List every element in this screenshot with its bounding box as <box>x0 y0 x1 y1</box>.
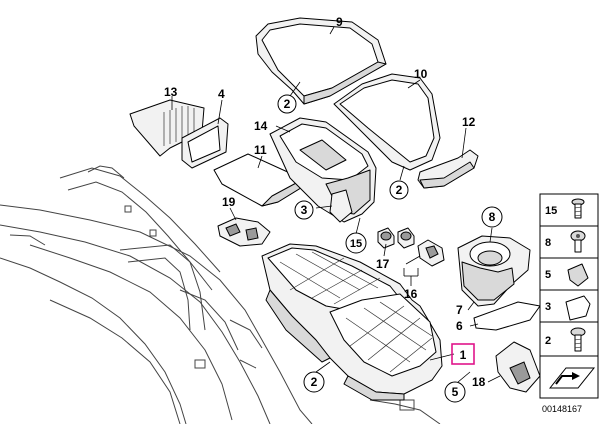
svg-text:19: 19 <box>222 195 236 209</box>
svg-text:2: 2 <box>311 375 318 389</box>
part-console-body <box>261 243 443 401</box>
svg-text:12: 12 <box>462 115 476 129</box>
callout-4: 4 <box>218 87 225 101</box>
part-trim-6 <box>473 301 541 331</box>
screw-icon <box>571 198 585 219</box>
svg-text:2: 2 <box>284 97 291 111</box>
callout-9: 9 <box>336 15 343 29</box>
svg-text:15: 15 <box>545 205 557 217</box>
svg-text:10: 10 <box>414 67 428 81</box>
svg-text:2: 2 <box>396 183 403 197</box>
callout-3: 3 <box>294 200 314 220</box>
svg-text:17: 17 <box>376 257 390 271</box>
part-clip-3 <box>329 189 353 223</box>
part-frame <box>181 117 229 169</box>
legend-item-15: 15 <box>545 198 585 219</box>
callout-17: 17 <box>376 257 390 271</box>
callout-6: 6 <box>456 319 463 333</box>
part-bracket-18 <box>495 341 541 393</box>
svg-text:1: 1 <box>460 348 467 362</box>
part-armrest-lid <box>333 73 441 171</box>
center-console-outline <box>0 165 441 424</box>
part-storage-tray <box>269 117 377 223</box>
svg-text:16: 16 <box>404 287 418 301</box>
legend-item-2: 2 <box>545 327 586 352</box>
callout-12: 12 <box>462 115 476 129</box>
svg-text:8: 8 <box>489 210 496 224</box>
svg-text:11: 11 <box>254 143 267 157</box>
svg-text:15: 15 <box>350 238 362 250</box>
legend-item-3: 3 <box>545 295 591 321</box>
callout-13: 13 <box>164 85 178 99</box>
svg-text:6: 6 <box>456 319 463 333</box>
diagram-reference-number: 00148167 <box>542 404 582 414</box>
callout-2-mid: 2 <box>389 180 409 200</box>
legend-item-5: 5 <box>545 263 589 287</box>
callout-5: 5 <box>444 381 466 403</box>
svg-text:3: 3 <box>301 203 308 217</box>
svg-text:3: 3 <box>545 301 551 313</box>
clip-icon <box>567 263 589 287</box>
callout-15: 15 <box>345 232 367 254</box>
fastener-legend: 15 8 5 3 <box>539 193 599 399</box>
callout-1: 1 <box>451 343 475 365</box>
svg-text:9: 9 <box>336 15 343 29</box>
part-cover-panel <box>213 153 305 207</box>
callout-2-top: 2 <box>277 94 297 114</box>
part-bracket <box>217 217 271 247</box>
callout-2-bottom: 2 <box>303 371 325 393</box>
svg-text:5: 5 <box>545 269 551 281</box>
part-plugs <box>377 227 415 249</box>
svg-text:4: 4 <box>218 87 225 101</box>
callout-8: 8 <box>481 206 503 228</box>
svg-text:13: 13 <box>164 85 178 99</box>
bolt-icon <box>570 230 586 253</box>
callout-14: 14 <box>254 119 268 133</box>
svg-text:14: 14 <box>254 119 268 133</box>
quilted-pattern <box>279 251 433 373</box>
callout-10: 10 <box>414 67 428 81</box>
arrow-icon <box>548 367 596 389</box>
callout-16: 16 <box>404 287 418 301</box>
callout-19: 19 <box>222 195 236 209</box>
plate-icon <box>565 295 591 321</box>
screw-icon <box>570 327 586 352</box>
callout-18: 18 <box>472 375 486 389</box>
part-connector <box>417 239 445 267</box>
callout-11: 11 <box>254 143 267 157</box>
legend-item-8: 8 <box>545 230 586 253</box>
svg-text:7: 7 <box>456 303 463 317</box>
svg-text:5: 5 <box>452 385 459 399</box>
svg-text:2: 2 <box>545 335 551 347</box>
part-cup-holder <box>457 235 531 307</box>
svg-text:8: 8 <box>545 237 551 249</box>
part-armrest-top <box>255 17 387 105</box>
callout-7: 7 <box>456 303 463 317</box>
leader-lines <box>171 26 501 383</box>
svg-text:18: 18 <box>472 375 486 389</box>
